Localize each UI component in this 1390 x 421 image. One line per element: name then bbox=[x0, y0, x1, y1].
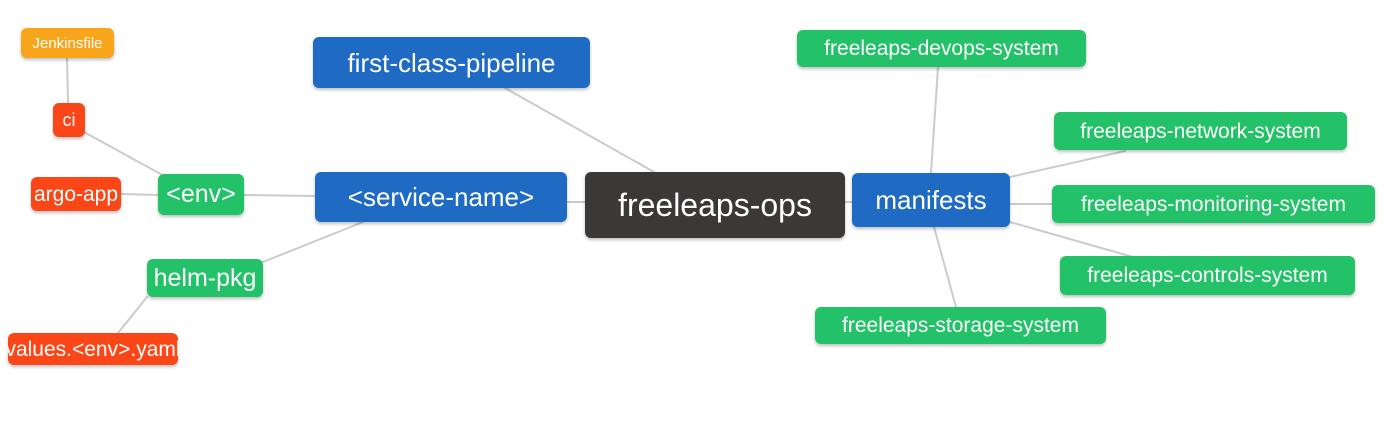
node-service-name[interactable]: <service-name> bbox=[315, 172, 567, 222]
node-label: freeleaps-ops bbox=[618, 187, 812, 223]
edge-ci-env bbox=[83, 131, 167, 178]
node-freeleaps-controls-system[interactable]: freeleaps-controls-system bbox=[1060, 256, 1355, 295]
node-values-env-yaml[interactable]: values.<env>.yaml bbox=[5, 333, 181, 365]
node-first-class-pipeline[interactable]: first-class-pipeline bbox=[313, 37, 590, 88]
edge-service-name-helm-pkg bbox=[262, 221, 364, 263]
edge-argo-app-env bbox=[120, 193, 159, 196]
edge-manifests-freeleaps-devops-system bbox=[930, 66, 939, 174]
node-freeleaps-devops-system[interactable]: freeleaps-devops-system bbox=[797, 30, 1086, 67]
node-label: freeleaps-storage-system bbox=[842, 314, 1079, 337]
node-env[interactable]: <env> bbox=[158, 174, 244, 215]
node-label: freeleaps-controls-system bbox=[1087, 264, 1328, 287]
node-label: helm-pkg bbox=[153, 263, 257, 292]
node-jenkinsfile[interactable]: Jenkinsfile bbox=[21, 28, 114, 58]
node-freeleaps-monitoring-system[interactable]: freeleaps-monitoring-system bbox=[1052, 185, 1375, 223]
edge-manifests-freeleaps-controls-system bbox=[1009, 221, 1134, 258]
node-ci[interactable]: ci bbox=[53, 103, 85, 137]
node-label: freeleaps-network-system bbox=[1080, 119, 1321, 143]
node-label: manifests bbox=[875, 185, 987, 215]
edge-jenkinsfile-ci bbox=[66, 57, 69, 104]
node-label: ci bbox=[62, 110, 76, 130]
node-label: Jenkinsfile bbox=[32, 34, 103, 52]
edge-manifests-freeleaps-storage-system bbox=[933, 226, 957, 308]
node-manifests[interactable]: manifests bbox=[852, 173, 1010, 227]
node-label: first-class-pipeline bbox=[347, 47, 556, 78]
node-helm-pkg[interactable]: helm-pkg bbox=[147, 259, 263, 297]
node-label: freeleaps-monitoring-system bbox=[1081, 192, 1346, 216]
node-label: freeleaps-devops-system bbox=[824, 37, 1059, 60]
node-argo-app[interactable]: argo-app bbox=[31, 177, 121, 211]
edge-helm-pkg-values-env-yaml bbox=[117, 296, 148, 334]
edge-manifests-freeleaps-network-system bbox=[1009, 150, 1126, 178]
edge-first-class-pipeline-freeleaps-ops bbox=[504, 87, 655, 173]
node-freeleaps-network-system[interactable]: freeleaps-network-system bbox=[1054, 112, 1347, 150]
node-label: values.<env>.yaml bbox=[5, 337, 181, 361]
edge-env-service-name bbox=[243, 194, 316, 197]
node-label: <env> bbox=[166, 180, 236, 208]
node-freeleaps-storage-system[interactable]: freeleaps-storage-system bbox=[815, 307, 1106, 344]
node-label: argo-app bbox=[33, 182, 119, 206]
node-label: <service-name> bbox=[347, 182, 535, 212]
node-freeleaps-ops[interactable]: freeleaps-ops bbox=[585, 172, 845, 238]
